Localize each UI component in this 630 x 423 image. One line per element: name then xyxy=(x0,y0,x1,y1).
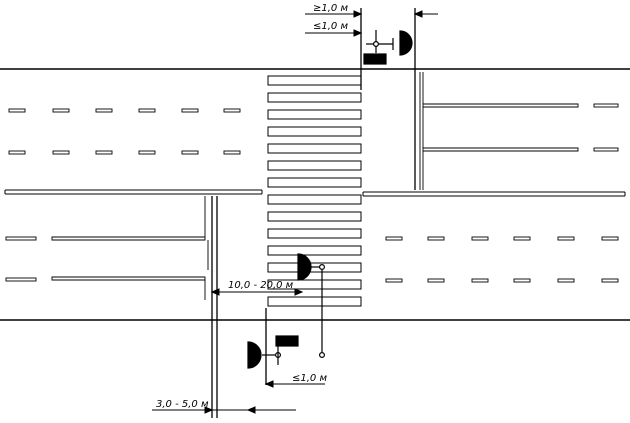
middle-signal-assembly xyxy=(297,253,326,359)
lane-dash xyxy=(385,236,403,241)
lane-dash xyxy=(95,150,113,155)
crosswalk-stripe xyxy=(267,211,362,222)
crosswalk-stripe xyxy=(267,109,362,120)
crosswalk-stripe xyxy=(267,194,362,205)
road-edges xyxy=(0,68,630,321)
label-top-max-offset: ≤1,0 м xyxy=(313,21,348,32)
crosswalk-stripe xyxy=(267,245,362,256)
reference-lines xyxy=(211,8,416,418)
crosswalk-stripe xyxy=(267,296,362,307)
control-box-icon xyxy=(275,335,299,347)
lane-dash xyxy=(138,150,156,155)
lane-dash xyxy=(427,278,445,283)
label-mid-distance: 10,0 - 20,0 м xyxy=(228,280,294,291)
traffic-light-icon xyxy=(247,341,262,369)
crosswalk-stripe xyxy=(267,126,362,137)
lane-dash xyxy=(52,150,70,155)
median-strip xyxy=(4,189,626,197)
crosswalk-zebra xyxy=(267,75,362,307)
label-bottom-distance: 3,0 - 5,0 м xyxy=(156,399,209,410)
crosswalk-stripe xyxy=(267,75,362,86)
top-dimensions xyxy=(305,10,438,37)
lane-dash xyxy=(601,278,619,283)
lane-dash xyxy=(52,108,70,113)
lane-dash xyxy=(601,236,619,241)
lane-dash xyxy=(513,236,531,241)
lane-dash xyxy=(95,108,113,113)
lane-dash xyxy=(427,236,445,241)
top-right-lane-lines xyxy=(419,72,579,190)
lane-dash xyxy=(385,278,403,283)
lane-dash xyxy=(5,236,37,241)
label-top-min-offset: ≥1,0 м xyxy=(313,3,348,14)
label-bottom-max-offset: ≤1,0 м xyxy=(292,373,327,384)
crosswalk-stripe xyxy=(267,143,362,154)
mid-dimension xyxy=(210,288,304,296)
crosswalk-stripe xyxy=(267,228,362,239)
lane-dash xyxy=(471,278,489,283)
bottom-signal-assembly xyxy=(247,335,299,369)
bottom-left-lane-lines xyxy=(51,196,209,300)
traffic-light-icon xyxy=(297,253,312,281)
lane-dash xyxy=(471,236,489,241)
lane-dash xyxy=(593,147,619,152)
traffic-light-icon xyxy=(399,30,413,56)
lane-dash xyxy=(513,278,531,283)
control-box-icon xyxy=(363,53,387,65)
lane-dash xyxy=(181,108,199,113)
crosswalk-stripe xyxy=(267,177,362,188)
lane-dash xyxy=(557,278,575,283)
crosswalk-stripe xyxy=(267,160,362,171)
bottom-dimensions xyxy=(152,380,325,414)
lane-dash xyxy=(223,150,241,155)
lane-dash xyxy=(223,108,241,113)
lane-dash xyxy=(5,277,37,282)
lane-dash xyxy=(8,150,26,155)
lane-dash xyxy=(181,150,199,155)
crosswalk-stripe xyxy=(267,279,362,290)
top-signal-assembly xyxy=(363,30,413,65)
lane-dash xyxy=(138,108,156,113)
lane-dash xyxy=(557,236,575,241)
lane-dash xyxy=(593,103,619,108)
lane-dash xyxy=(8,108,26,113)
lane-dashes xyxy=(5,103,619,283)
crosswalk-stripe xyxy=(267,92,362,103)
